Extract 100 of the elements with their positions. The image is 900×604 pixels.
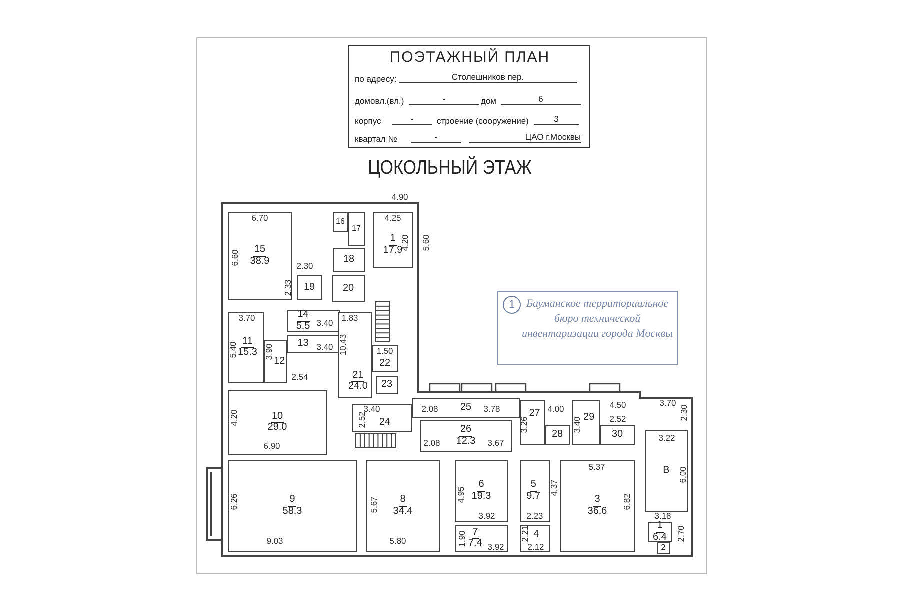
room-number: 11 (241, 336, 254, 348)
room-number: 16 (336, 218, 345, 226)
room-number: 1 (389, 234, 397, 246)
dimension-label: 10.43 (338, 334, 348, 356)
room-outline (287, 310, 340, 332)
room-outline (600, 425, 635, 445)
room-area: 17.9 (383, 246, 403, 256)
room-number: 8 (399, 495, 407, 506)
room-outline (332, 275, 365, 302)
room-outline (297, 275, 322, 300)
room-area: 9.7 (526, 492, 541, 502)
room-number: 26 (459, 425, 473, 436)
room-area: 19.3 (472, 492, 492, 502)
room-number: 30 (612, 430, 624, 440)
dimension-label: 5.67 (369, 496, 379, 514)
room-number: 21 (352, 370, 365, 382)
dimension-label: 2.70 (676, 526, 686, 542)
room-area: 34.4 (393, 506, 413, 517)
room-area: 38.9 (250, 256, 270, 267)
room-outline (348, 212, 365, 246)
room-outline (520, 525, 550, 552)
dimension-label: 6.26 (229, 494, 239, 510)
form-box (348, 45, 590, 148)
form-field-label: по адресу: (355, 74, 397, 84)
room-outline (228, 390, 327, 455)
room-number: 3 (594, 495, 602, 506)
form-field-value: ЦАО г.Москвы (469, 132, 581, 143)
room-outline (648, 522, 672, 542)
dimension-label: 4.95 (456, 486, 466, 504)
room-area: 15.3 (238, 348, 258, 358)
dimension-label: 2.30 (296, 261, 314, 271)
dimension-label: 2.08 (422, 404, 438, 414)
room-number: 22 (379, 358, 391, 370)
room-area: 5.5 (296, 322, 310, 332)
room-number: В (663, 466, 670, 476)
dimension-label: 9.03 (266, 536, 284, 546)
dimension-label: 4.20 (229, 410, 239, 426)
room-outline (372, 345, 398, 372)
dimension-label: 5.37 (588, 462, 606, 472)
room-number: 17 (352, 224, 361, 234)
form-field-label: квартал № (355, 134, 398, 144)
room-outline (333, 212, 348, 232)
dimension-label: 5.60 (421, 234, 431, 252)
form-field-value: Столешников пер. (399, 72, 577, 83)
room-outline (264, 340, 287, 383)
room-number: 5 (530, 480, 538, 492)
room-outline (455, 460, 508, 522)
room-area: 12.3 (456, 436, 476, 447)
room-outline (333, 248, 365, 272)
room-outline (545, 425, 570, 445)
room-outline (228, 212, 292, 300)
dimension-label: 1.83 (342, 313, 358, 323)
dimension-label: 4.37 (549, 480, 559, 496)
dimension-label: 5.40 (228, 342, 238, 358)
room-outline (657, 542, 670, 554)
room-number: 23 (381, 380, 393, 390)
room-area: 29.0 (268, 423, 288, 434)
form-field-label: дом (481, 96, 497, 106)
room-area: 6.4 (653, 532, 667, 543)
form-field-value: - (409, 94, 479, 105)
room-outline (228, 312, 264, 383)
room-number: 25 (460, 402, 472, 414)
stamp-text: Бауманское территориальное бюро технической инвентаризации города Москвы (521, 297, 674, 342)
room-outline (228, 460, 357, 552)
dimension-label: 3.18 (654, 511, 672, 521)
dimension-label: 5.80 (390, 536, 406, 546)
dimension-label: 2.52 (357, 412, 367, 428)
room-outline (520, 400, 545, 445)
form-field-value: 3 (534, 114, 579, 125)
floor-title: ЦОКОЛЬНЫЙ ЭТАЖ (368, 156, 532, 180)
dimension-label: 6.60 (230, 250, 240, 266)
dimension-label: 4.50 (610, 400, 626, 410)
room-number: 14 (296, 310, 310, 322)
dimension-label: 3.67 (488, 438, 504, 448)
room-number: 20 (342, 283, 354, 294)
dimension-label: 2.52 (610, 414, 626, 424)
room-area: 36.6 (588, 506, 608, 517)
room-number: 27 (529, 408, 540, 420)
dimension-label: 1.90 (457, 530, 467, 548)
room-number: 1 (656, 521, 664, 532)
dimension-label: 3.92 (478, 511, 496, 521)
dimension-label: 3.40 (316, 342, 334, 352)
room-outline (412, 398, 520, 418)
room-number: 10 (270, 412, 284, 423)
form-field-value: - (392, 114, 432, 125)
room-number: 2 (661, 544, 666, 552)
dimension-label: 2.21 (520, 526, 530, 542)
room-number: 13 (298, 338, 309, 350)
dimension-label: 4.00 (548, 404, 564, 414)
room-number: 7 (472, 528, 480, 539)
room-area: 58.3 (282, 506, 302, 517)
room-outline (376, 376, 398, 394)
room-number: 15 (253, 245, 267, 256)
room-outline (352, 404, 412, 432)
dimension-label: 2.12 (528, 542, 544, 552)
dimension-label: 6.70 (252, 213, 268, 223)
dimension-label: 2.33 (283, 280, 293, 296)
room-outline (560, 460, 635, 552)
dimension-label: 6.82 (622, 494, 632, 510)
room-area: 7.4 (468, 539, 482, 550)
